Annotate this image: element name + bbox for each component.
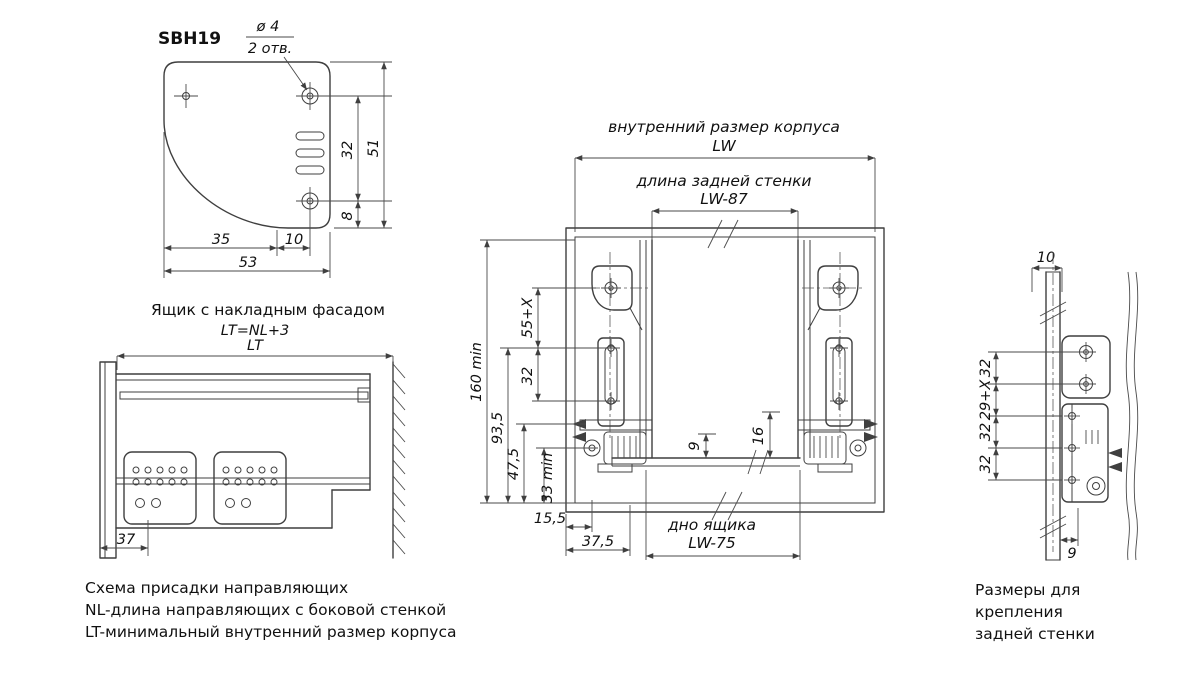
dim-32-mid: 32 — [978, 423, 994, 441]
hole-count-label: 2 отв. — [248, 41, 292, 57]
bracket-title: SBH19 — [158, 29, 221, 49]
tab-hole — [174, 84, 198, 108]
dim-33-min: 33 min — [540, 453, 556, 503]
back-wall-value: LW-87 — [700, 190, 748, 208]
sbh19-bracket-view: SBH19 ø 4 2 отв. — [158, 19, 392, 278]
back-wall-fixing-view: 10 — [975, 250, 1139, 643]
cabinet-front-view: внутренний размер корпуса LW длина задне… — [469, 118, 885, 560]
dim-29x: 29+X — [978, 379, 994, 421]
vertical-dimension-chain: 160 min 93,5 55+X 32 47,5 33 min — [469, 239, 604, 504]
dim-93-5: 93,5 — [490, 412, 506, 444]
drawer-formula: LT=NL+3 — [221, 323, 289, 339]
dim-32: 32 — [340, 141, 356, 159]
note-line-2: NL-длина направляющих с боковой стенкой — [85, 601, 446, 619]
back-wall-dimension-chain: 32 29+X 32 32 — [978, 351, 1076, 481]
screw-arrow-icon — [864, 419, 878, 429]
dim-47-5: 47,5 — [506, 448, 522, 480]
bottom-dimension-group: 15,5 37,5 дно ящика LW-75 — [534, 470, 801, 560]
inner-width-label: внутренний размер корпуса — [608, 118, 840, 136]
cabinet-body — [565, 219, 885, 521]
ventilation-slots — [295, 131, 325, 175]
cabinet-wall-section — [392, 361, 406, 559]
bracket-outline — [163, 61, 331, 229]
dim-32: 32 — [520, 367, 536, 385]
mounting-hole-bottom — [296, 187, 324, 215]
dim-35: 35 — [212, 232, 230, 248]
drawer-bottom-label: дно ящика — [667, 516, 756, 534]
dim-37-group: 37 — [100, 520, 149, 556]
screw-arrow-icon — [572, 432, 586, 442]
dim-37: 37 — [117, 532, 136, 548]
dim-9: 9 — [1067, 546, 1076, 562]
dim-32-bottom: 32 — [978, 455, 994, 473]
mounting-hole-top — [296, 82, 324, 110]
slide-bracket-side — [1061, 403, 1122, 503]
rail-end-stop — [357, 387, 371, 403]
drawer-title: Ящик с накладным фасадом — [151, 301, 385, 319]
drawer-bottom-value: LW-75 — [688, 534, 735, 552]
dim-9: 9 — [687, 441, 703, 450]
dim-32-top: 32 — [978, 359, 994, 377]
dim-53: 53 — [239, 255, 257, 271]
inner-width-value: LW — [712, 137, 736, 155]
back-wall-panel — [639, 239, 811, 459]
bracket-vertical-dimensions: 32 8 51 — [324, 61, 392, 229]
dim-51: 51 — [366, 139, 382, 157]
right-note-line-1: Размеры для — [975, 581, 1080, 599]
screw-arrow-icon — [1108, 462, 1122, 472]
screw-arrow-icon — [1108, 448, 1122, 458]
notes-right: Размеры для крепления задней стенки — [975, 581, 1095, 643]
rear-bracket — [817, 265, 859, 311]
side-wall-break — [1125, 271, 1139, 561]
slide-assembly-left — [572, 265, 653, 473]
lock-block-right — [213, 451, 287, 525]
note-line-1: Схема присадки направляющих — [85, 579, 348, 597]
right-note-line-2: крепления — [975, 603, 1063, 621]
runner-rail — [579, 419, 653, 431]
hole-diameter-label: ø 4 — [256, 19, 280, 35]
dim-160-min: 160 min — [469, 342, 485, 402]
slotted-plate — [825, 337, 853, 427]
drawer-side-view: Ящик с накладным фасадом LT=NL+3 LT — [99, 301, 406, 559]
dim-10: 10 — [285, 232, 303, 248]
back-wall-label: длина задней стенки — [635, 172, 811, 190]
slide-assembly-right — [797, 265, 878, 473]
lt-label: LT — [247, 338, 264, 354]
right-note-line-3: задней стенки — [975, 625, 1095, 643]
slotted-plate — [597, 337, 625, 427]
bracket-horizontal-dimensions: 35 10 53 — [163, 132, 331, 278]
dim-37-5: 37,5 — [582, 534, 614, 550]
dim-10: 10 — [1037, 250, 1055, 266]
drawer-body — [115, 373, 371, 529]
slide-rail — [119, 391, 369, 400]
dim-55x: 55+X — [520, 297, 536, 339]
runner-rail — [797, 419, 871, 431]
lock-block-left — [123, 451, 197, 525]
dim-15-5: 15,5 — [534, 511, 566, 527]
rear-bracket-side — [1061, 335, 1111, 399]
note-line-3: LT-минимальный внутренний размер корпуса — [85, 623, 457, 641]
dim-8: 8 — [340, 211, 356, 220]
inner-dimensions: 9 16 — [687, 411, 780, 458]
notes-left: Схема присадки направляющих NL-длина нап… — [85, 579, 457, 641]
drawer-facade — [99, 361, 117, 559]
dim-9-group: 9 — [1060, 508, 1079, 562]
dim-16: 16 — [751, 427, 767, 445]
rear-bracket — [591, 265, 633, 311]
screw-arrow-icon — [864, 432, 878, 442]
